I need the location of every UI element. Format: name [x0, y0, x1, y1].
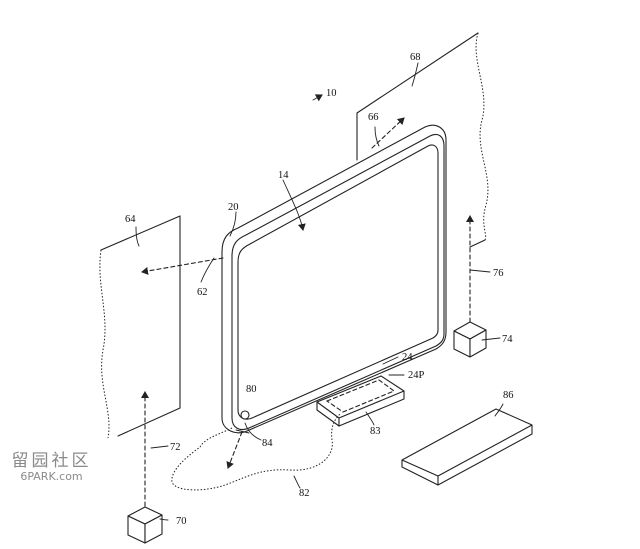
label-86: 86 — [503, 390, 514, 401]
label-70: 70 — [176, 516, 187, 527]
surface-64 — [99, 215, 181, 439]
label-24: 24 — [402, 352, 413, 363]
label-84: 84 — [262, 438, 273, 449]
label-74: 74 — [502, 334, 513, 345]
light-pool-82 — [171, 413, 341, 491]
label-80: 80 — [246, 384, 257, 395]
label-14: 14 — [278, 170, 289, 181]
stand-base — [316, 375, 405, 427]
label-24p: 24P — [408, 370, 425, 381]
label-64: 64 — [125, 214, 136, 225]
surface-68 — [356, 32, 489, 248]
leader-lines — [135, 62, 504, 521]
label-66: 66 — [368, 112, 379, 123]
label-62: 62 — [197, 287, 208, 298]
watermark: 留园社区 6PARK.com — [4, 452, 99, 484]
reference-labels: 10 68 66 14 20 64 62 76 74 24 24P 86 80 … — [125, 52, 514, 527]
label-68: 68 — [410, 52, 421, 63]
label-82: 82 — [299, 488, 310, 499]
watermark-chinese: 留园社区 — [11, 451, 92, 471]
label-20: 20 — [228, 202, 239, 213]
label-10: 10 — [326, 88, 337, 99]
keyboard — [401, 408, 533, 486]
cube-74 — [453, 321, 487, 358]
cube-70 — [127, 506, 163, 544]
label-72: 72 — [170, 442, 181, 453]
display-monitor — [221, 124, 447, 434]
label-83: 83 — [370, 426, 381, 437]
watermark-site: 6PARK.com — [20, 470, 83, 483]
label-76: 76 — [493, 268, 504, 279]
